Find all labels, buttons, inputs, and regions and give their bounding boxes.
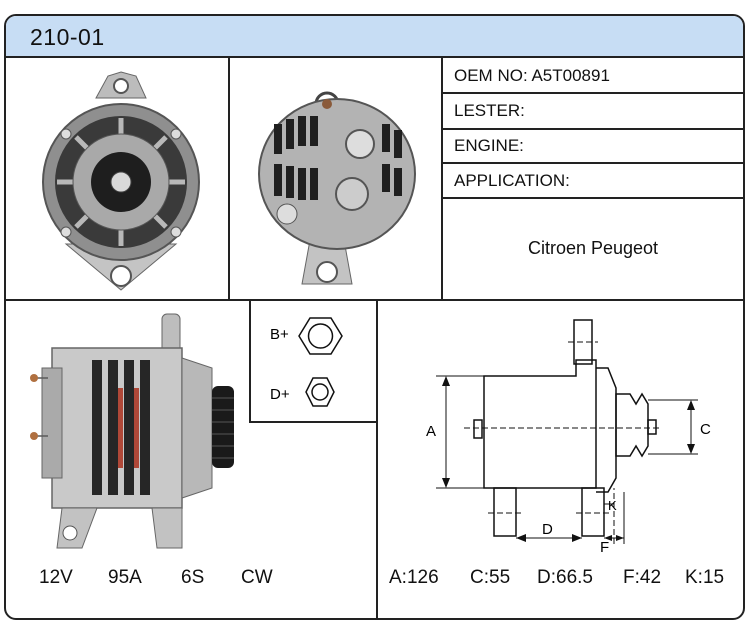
terminal-box-bottom (249, 421, 377, 423)
shaft-end (647, 419, 657, 435)
end-flange (596, 367, 617, 493)
dimension-k: K:15 (685, 567, 725, 588)
housing-outline (483, 359, 597, 489)
alternator-front-photo (42, 71, 200, 291)
divider-horizontal-main (6, 299, 743, 301)
dimension-d: D:66.5 (537, 567, 593, 588)
part-number: 210-01 (30, 24, 105, 50)
divider-info-2 (441, 128, 743, 130)
spec-amperage: 95A (108, 567, 142, 588)
divider-info-3 (441, 162, 743, 164)
divider-info-1 (441, 92, 743, 94)
dim-label-c: C (700, 421, 711, 438)
title-bar: 210-01 (6, 16, 743, 58)
divider-vertical-top-left (228, 58, 230, 300)
terminal-d-stud-icon (311, 383, 329, 401)
spec-sheet: 210-01 OEM NO: A5T00891 LESTER: ENGINE: … (4, 14, 745, 620)
dim-label-d: D (542, 521, 553, 538)
application-label: APPLICATION: (454, 171, 570, 190)
pulley-outline (615, 392, 649, 458)
alternator-side-photo (30, 313, 234, 549)
terminal-d-label: D+ (270, 386, 290, 403)
bottom-foot-left (493, 487, 517, 537)
terminal-d-hex-icon (305, 377, 335, 407)
alternator-rear-photo (258, 91, 416, 285)
bottom-foot-right (581, 487, 605, 537)
dim-label-a: A (426, 423, 436, 440)
oem-value: A5T00891 (531, 66, 610, 85)
dimension-c: C:55 (470, 567, 511, 588)
application-value: Citroen Peugeot (527, 238, 659, 258)
engine-label: ENGINE: (454, 136, 524, 155)
spec-rotation: CW (241, 567, 273, 588)
terminal-diagram: B+ D+ (270, 317, 343, 407)
terminal-b-stud-icon (307, 323, 334, 349)
divider-vertical-bottom (376, 300, 378, 618)
oem-label: OEM NO: (454, 66, 528, 85)
lester-label: LESTER: (454, 101, 525, 120)
terminal-b-hex-icon (298, 317, 343, 355)
dim-label-k: K (608, 498, 617, 513)
spec-pulley: 6S (181, 567, 205, 588)
divider-info-4 (441, 197, 743, 199)
rear-boss (473, 419, 483, 439)
dimension-a: A:126 (389, 567, 439, 588)
terminal-b-label: B+ (270, 326, 289, 343)
divider-vertical-top-right (441, 58, 443, 300)
dimension-f: F:42 (623, 567, 662, 588)
dimension-diagram: A C D F K (426, 319, 711, 556)
terminal-box-left (249, 300, 251, 422)
spec-voltage: 12V (39, 567, 73, 588)
dim-label-f: F (600, 539, 609, 556)
